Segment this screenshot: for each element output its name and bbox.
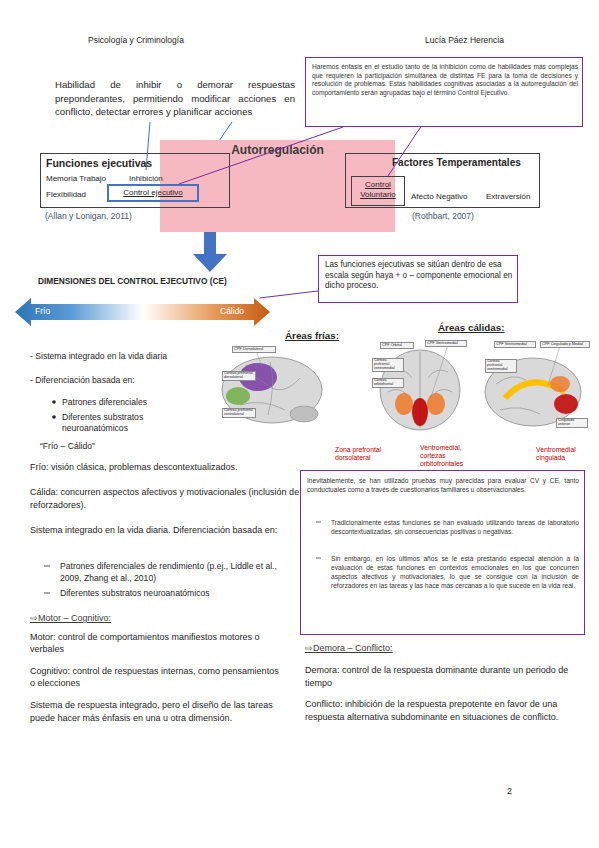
area-caption: Ventromedial, cortezas orbitofrontales	[420, 444, 482, 468]
brain-gyri	[496, 377, 540, 414]
brain-region	[226, 387, 250, 405]
bullet-text: Patrones diferenciales	[62, 397, 222, 408]
brain-label: Corteza prefrontal ventromedial	[485, 359, 517, 373]
brain-label: Corteza prefrontal ventrolateral	[222, 408, 256, 418]
bullet-text: Diferentes substratos neuroanatómicos	[62, 412, 202, 433]
dash-bullet	[316, 558, 321, 559]
body-text: Cálida: concurren aspectos afectivos y m…	[30, 486, 302, 511]
connector-line	[259, 291, 318, 298]
body-text: Sistema de respuesta integrado, pero el …	[30, 699, 295, 724]
body-text: - Diferenciación basada en:	[30, 375, 290, 386]
page-number: 2	[507, 786, 527, 797]
node-heading: Las funciones ejecutivas se sitúan dentr…	[325, 260, 513, 292]
body-text: Conflicto: inhibición de la respuesta pr…	[305, 698, 585, 723]
brain-region	[412, 398, 428, 426]
brain-label: CPF Cingulado y Medial	[540, 341, 590, 348]
concept-box: Funciones ejecutivasMemoria TrabajoInhib…	[40, 153, 230, 208]
double-arrow	[15, 298, 270, 326]
node-text: Cálido	[220, 306, 260, 317]
brain-label: Cingulado anterior	[556, 418, 588, 428]
subheading: ⇨Demora – Conflicto:	[305, 643, 505, 654]
cerebellum	[290, 406, 318, 422]
brain-outline	[485, 358, 581, 426]
node-text: Afecto Negativo	[411, 192, 481, 202]
area-caption: Ventromedial cingulada	[536, 446, 594, 462]
leader-line	[430, 345, 448, 400]
node-heading: Autorregulación	[160, 143, 395, 158]
node-heading: Funciones ejecutivas	[46, 157, 206, 170]
citation: (Rothbart, 2007)	[412, 211, 532, 222]
note-box: Inevitablemente, se han utilizado prueba…	[300, 470, 585, 635]
bullet	[52, 415, 56, 419]
node-text: Inhibición	[129, 174, 189, 184]
node-heading: Haremos énfasis en el estudio tanto de l…	[312, 63, 578, 98]
leader-line	[548, 346, 560, 385]
bullet-text: Diferentes substratos neuroanatómicos	[60, 588, 292, 599]
body-text: Frío: visión clásica, problemas desconte…	[30, 462, 305, 473]
node-heading: Control Voluntario	[352, 180, 404, 199]
node-heading: Frío	[35, 306, 75, 317]
area-caption: Zona prefrontal dorsolateral	[335, 446, 397, 462]
subheading: “Frío – Cálido”	[40, 441, 190, 452]
body-text: - Sistema integrado en la vida diaria	[30, 351, 290, 362]
connector-line	[179, 127, 343, 184]
body-text: Cognitivo: control de respuestas interna…	[30, 665, 280, 689]
dash-bullet	[44, 593, 50, 594]
node-heading: Factores Temperamentales	[392, 157, 539, 170]
brain-region	[427, 393, 445, 415]
dash-bullet	[44, 566, 50, 567]
brain-region	[554, 394, 578, 414]
area-heading: Áreas frías:	[285, 330, 365, 342]
body-text: Demora: control de la respuesta dominant…	[305, 664, 585, 689]
header-text: Lucía Páez Herencia	[425, 35, 565, 46]
brain-label: CPF Ventromedial	[425, 340, 467, 347]
dash-bullet	[316, 522, 321, 523]
bullet	[52, 400, 56, 404]
leader-line	[256, 351, 262, 366]
brain-label: Corteza prefrontal ventromedial	[372, 358, 404, 372]
node-text: Memoria Trabajo	[46, 174, 126, 184]
node-heading: Inevitablemente, se han utilizado prueba…	[307, 477, 579, 495]
brain-label: CPF Orbital	[380, 342, 414, 349]
node-text: Flexibilidad	[46, 190, 106, 200]
node-heading: Control ejecutivo	[109, 188, 197, 198]
node-text: Sin embargo, en los últimos años se le e…	[331, 555, 579, 591]
citation: (Allan y Lonigan, 2011)	[45, 211, 195, 222]
body-text: Sistema integrado en la vida diaria. Dif…	[30, 524, 298, 537]
body-text: Motor: control de comportamientos manifi…	[30, 631, 280, 655]
node-text: Tradicionalmente estas funciones se han …	[331, 519, 579, 537]
note-box: Haremos énfasis en el estudio tanto de l…	[305, 57, 583, 127]
area-heading: Áreas cálidas:	[438, 322, 528, 334]
brain-region	[550, 376, 570, 392]
brain-region	[395, 393, 413, 415]
connector-line	[388, 127, 421, 176]
definition-text: Habilidad de inhibir o demorar respuesta…	[55, 78, 295, 119]
brain-outline	[222, 357, 322, 423]
section-heading: DIMENSIONES DEL CONTROL EJECUTIVO (CE)	[38, 276, 298, 286]
node-text: Extraversión	[486, 192, 538, 202]
concept-box: Factores TemperamentalesAfecto Negativo E…	[345, 153, 540, 208]
brain-label: CPF Dorsolateral	[232, 346, 276, 353]
brain-label: Corteza orbitofrontal	[372, 378, 404, 388]
brain-label: Corteza prefrontal dorsolateral	[222, 371, 256, 381]
brain-label: CPF Ventromedial	[494, 341, 536, 348]
scale-arrow: Frío Cálido	[15, 298, 270, 326]
bullet-text: Patrones diferenciales de rendimiento (p…	[60, 560, 292, 584]
subheading: ⇨Motor – Cognitivo:	[30, 613, 230, 624]
header-text: Psicología y Criminología	[88, 35, 248, 46]
highlight-box: Control Voluntario	[351, 176, 405, 206]
note-box: Las funciones ejecutivas se sitúan dentr…	[318, 255, 518, 303]
highlight-box: Control ejecutivo	[107, 184, 199, 202]
